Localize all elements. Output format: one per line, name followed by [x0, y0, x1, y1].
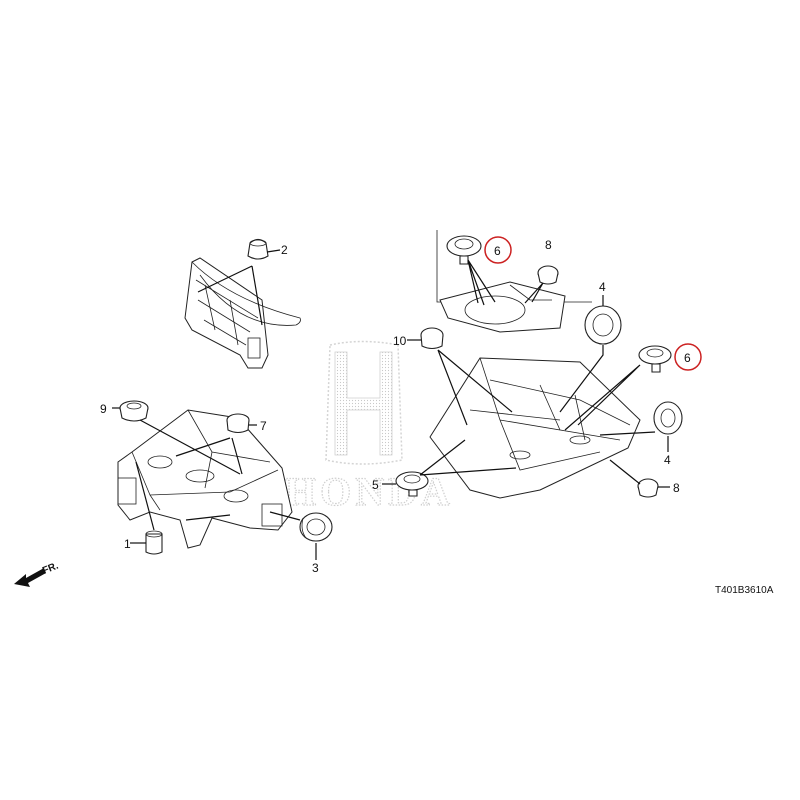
front-direction-indicator: FR. — [14, 560, 60, 587]
part-6-plug-right — [638, 345, 672, 373]
callout-labels: 2 9 7 1 3 10 5 6 8 4 6 4 8 — [100, 238, 691, 575]
honda-watermark: HONDA — [284, 340, 454, 515]
callout-9: 9 — [100, 402, 107, 416]
callout-4-top: 4 — [599, 280, 606, 294]
callout-8-inset: 8 — [545, 238, 552, 252]
callout-7: 7 — [260, 419, 267, 433]
part-3-grommet — [299, 512, 333, 542]
part-8-plug-inset — [537, 265, 559, 285]
part-2-stopper — [247, 238, 269, 260]
callout-10: 10 — [393, 334, 407, 348]
callout-1: 1 — [124, 537, 131, 551]
callout-6-inset: 6 — [494, 244, 501, 258]
rear-floor-body — [429, 357, 641, 499]
callout-6-right: 6 — [684, 351, 691, 365]
spare-tire-inset — [436, 230, 592, 333]
callout-8-right: 8 — [673, 481, 680, 495]
callout-3: 3 — [312, 561, 319, 575]
radiator-support-frame — [184, 257, 301, 369]
watermark-text: HONDA — [285, 469, 454, 514]
part-5-plug — [395, 471, 429, 497]
callout-5: 5 — [372, 478, 379, 492]
highlight-circle-6-inset — [484, 236, 512, 264]
front-arrow-icon — [14, 568, 46, 587]
leader-lines — [112, 249, 670, 560]
diagram-ref-code: T401B3610A — [715, 585, 774, 596]
highlight-markers — [484, 236, 702, 371]
part-9-mount — [119, 400, 149, 422]
highlight-circle-6-right — [674, 343, 702, 371]
part-1-bushing — [145, 530, 163, 555]
part-7-mount — [226, 413, 250, 434]
front-direction-label: FR. — [41, 560, 60, 576]
callout-2: 2 — [281, 243, 288, 257]
part-6-plug-inset — [446, 235, 482, 265]
part-4-grommet-top — [584, 305, 622, 345]
part-8-plug-right — [637, 478, 659, 498]
part-10-grommet — [420, 327, 444, 350]
callout-4-bottom: 4 — [664, 453, 671, 467]
part-4-grommet-bottom — [653, 401, 683, 435]
